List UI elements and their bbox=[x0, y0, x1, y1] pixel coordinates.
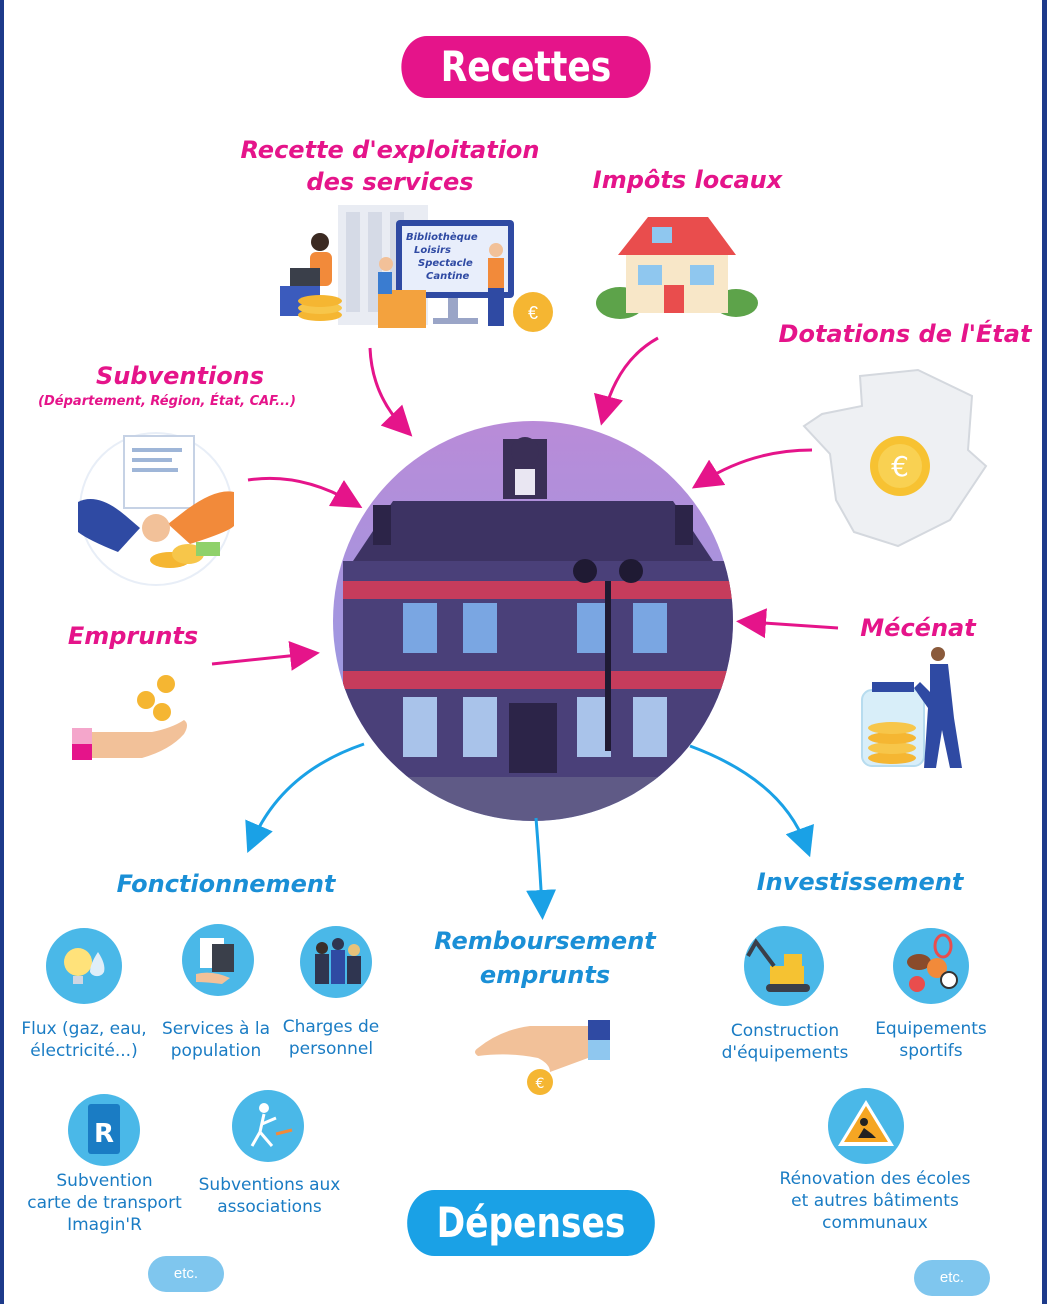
caption-line: population bbox=[170, 1041, 262, 1061]
caption-line: Subventions aux bbox=[198, 1175, 341, 1195]
impots-label: Impôts locaux bbox=[592, 166, 783, 194]
caption-flux: Flux (gaz, eau, électricité...) bbox=[4, 1018, 164, 1062]
svg-text:€: € bbox=[528, 303, 538, 323]
caption-line: Charges de bbox=[282, 1017, 380, 1037]
town-hall-image bbox=[333, 421, 733, 821]
staff-icon bbox=[300, 926, 372, 998]
caption-line: et autres bâtiments bbox=[791, 1191, 959, 1211]
loan-hand-illustration bbox=[72, 675, 187, 760]
board-item: Spectacle bbox=[418, 258, 473, 269]
caption-construction: Construction d'équipements bbox=[718, 1020, 852, 1064]
bulb-water-icon bbox=[46, 928, 122, 1004]
dotations-label: Dotations de l'État bbox=[778, 320, 1032, 348]
associations-icon bbox=[232, 1090, 304, 1162]
remboursement-line2: emprunts bbox=[479, 961, 611, 989]
caption-line: Subvention bbox=[56, 1171, 153, 1191]
caption-line: Flux (gaz, eau, bbox=[21, 1019, 147, 1039]
caption-equipements: Equipements sportifs bbox=[866, 1018, 996, 1062]
remboursement-line1: Remboursement bbox=[434, 927, 656, 955]
roadwork-sign-icon bbox=[828, 1088, 904, 1164]
caption-renovation: Rénovation des écoles et autres bâtiment… bbox=[760, 1168, 990, 1234]
exploitation-label-line2: des services bbox=[306, 168, 474, 196]
caption-associations: Subventions aux associations bbox=[192, 1174, 347, 1218]
caption-line: électricité...) bbox=[30, 1041, 138, 1061]
caption-line: Rénovation des écoles bbox=[779, 1169, 971, 1189]
emprunts-label: Emprunts bbox=[67, 622, 199, 650]
investissement-etc-badge: etc. bbox=[914, 1260, 990, 1296]
svg-text:R: R bbox=[94, 1119, 114, 1149]
fonctionnement-etc-badge: etc. bbox=[148, 1256, 224, 1292]
france-map-illustration: € bbox=[802, 368, 988, 548]
caption-line: carte de transport bbox=[27, 1193, 182, 1213]
subventions-label: Subventions bbox=[95, 362, 265, 390]
caption-imagine-r: Subvention carte de transport Imagin'R bbox=[22, 1170, 187, 1236]
caption-line: Services à la bbox=[161, 1019, 271, 1039]
investissement-title: Investissement bbox=[756, 868, 964, 896]
documents-icon bbox=[182, 924, 254, 996]
exploitation-label: Recette d'exploitation des services bbox=[240, 134, 540, 198]
recettes-title: Recettes bbox=[401, 36, 651, 98]
sports-equipment-icon bbox=[893, 928, 969, 1004]
imagine-r-card-icon: R bbox=[68, 1094, 140, 1166]
svg-text:€: € bbox=[536, 1076, 545, 1092]
board-item: Bibliothèque bbox=[406, 231, 478, 243]
remboursement-title: Remboursement emprunts bbox=[420, 924, 670, 992]
mecenat-label: Mécénat bbox=[860, 614, 976, 642]
right-frame-bar bbox=[1042, 0, 1047, 1304]
fonctionnement-title: Fonctionnement bbox=[116, 870, 336, 898]
caption-line: Imagin'R bbox=[67, 1215, 142, 1235]
caption-line: Equipements bbox=[875, 1019, 987, 1039]
services-illustration: Bibliothèque Loisirs Spectacle Cantine € bbox=[280, 205, 553, 332]
caption-line: sportifs bbox=[899, 1041, 963, 1061]
exploitation-label-line1: Recette d'exploitation bbox=[240, 136, 540, 164]
subventions-detail: (Département, Région, État, CAF...) bbox=[38, 394, 296, 409]
left-frame-bar bbox=[0, 0, 4, 1304]
excavator-icon bbox=[744, 926, 824, 1006]
house-illustration bbox=[596, 217, 758, 319]
caption-line: associations bbox=[217, 1197, 322, 1217]
caption-personnel: Charges de personnel bbox=[276, 1016, 386, 1060]
board-item: Cantine bbox=[426, 271, 470, 282]
svg-text:€: € bbox=[891, 450, 909, 483]
board-item: Loisirs bbox=[414, 245, 451, 256]
handshake-illustration bbox=[78, 432, 234, 586]
donation-jar-illustration bbox=[861, 647, 962, 768]
depenses-title: Dépenses bbox=[407, 1190, 655, 1256]
caption-services: Services à la population bbox=[156, 1018, 276, 1062]
caption-line: Construction bbox=[730, 1021, 840, 1041]
caption-line: communaux bbox=[822, 1213, 928, 1233]
caption-line: d'équipements bbox=[721, 1043, 849, 1063]
repayment-hand-illustration: € bbox=[475, 1020, 610, 1095]
caption-line: personnel bbox=[288, 1039, 374, 1059]
